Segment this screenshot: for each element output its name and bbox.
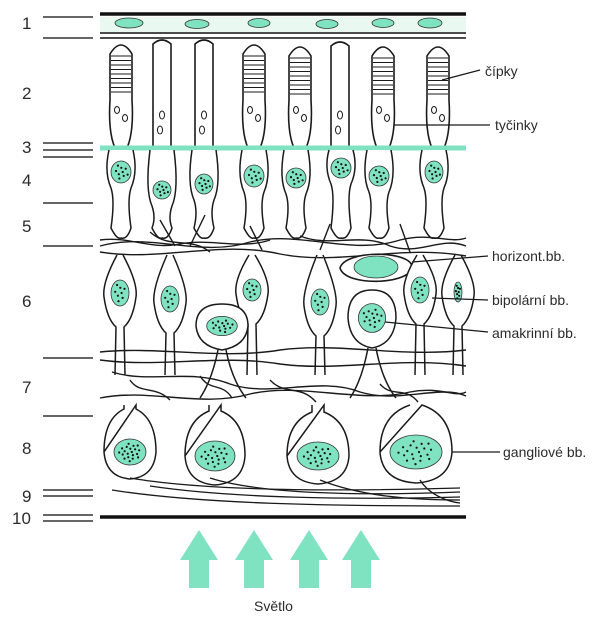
bipolar-nucleus: [111, 280, 129, 306]
ganglion-nucleus: [195, 441, 235, 471]
photoreceptor-nucleus: [331, 158, 351, 178]
photoreceptor-cell-body: [365, 150, 393, 238]
bipolar-nucleus: [243, 279, 261, 301]
amacrine-nucleus: [358, 304, 385, 333]
layer-number-7: 7: [22, 379, 31, 397]
layer-number-9: 9: [22, 488, 31, 506]
photoreceptor-cell-body: [282, 150, 310, 238]
label-horizontal-cells: horizont.bb.: [492, 248, 565, 264]
amacrine-process: [200, 350, 246, 398]
layer-number-1: 1: [22, 15, 31, 33]
ganglion-nucleus: [390, 435, 442, 469]
label-light: Světlo: [254, 598, 293, 614]
pigment-epithelium: [100, 14, 466, 38]
bipolar-nucleus: [311, 289, 329, 315]
outer-nuclear-layer: [107, 150, 448, 238]
layer-tick-lines: [43, 17, 93, 521]
layer-number-2: 2: [22, 85, 31, 103]
cone-outer-segment: [427, 47, 450, 148]
photoreceptor-nucleus: [244, 165, 264, 187]
label-cones: čípky: [485, 63, 518, 79]
amacrine-nucleus: [207, 316, 238, 335]
layer-number-3: 3: [22, 139, 31, 157]
photoreceptor-nucleus: [286, 168, 306, 188]
photoreceptor-nucleus: [153, 181, 171, 199]
photoreceptor-cell-body: [240, 150, 268, 238]
photoreceptor-nucleus: [369, 166, 389, 186]
ganglion-nucleus: [114, 439, 146, 465]
photoreceptor-nucleus: [111, 161, 131, 183]
photoreceptor-nucleus: [425, 161, 443, 183]
cone-outer-segment: [372, 47, 395, 148]
label-amacrine-cells: amakrinní bb.: [492, 325, 577, 341]
layer-number-4: 4: [22, 172, 31, 190]
bipolar-cell: [104, 255, 136, 375]
layer-number-8: 8: [22, 440, 31, 458]
photoreceptor-nucleus: [195, 174, 213, 194]
bipolar-cell: [404, 255, 436, 375]
layer-number-6: 6: [22, 293, 31, 311]
cone-outer-segment: [289, 47, 312, 148]
layer-number-5: 5: [22, 218, 31, 236]
cone-outer-segment: [243, 45, 266, 148]
bipolar-cell: [154, 255, 186, 375]
horizontal-cell: [340, 254, 412, 281]
bipolar-nucleus: [161, 286, 179, 312]
ganglion-nucleus: [297, 442, 339, 470]
cone-outer-segment: [110, 45, 133, 148]
ganglion-cell-layer: [104, 405, 452, 485]
light-arrows: [180, 530, 380, 588]
label-rods: tyčinky: [495, 117, 538, 133]
photoreceptor-segments: [110, 40, 450, 148]
bipolar-cell: [442, 255, 474, 375]
rod-outer-segment: [195, 40, 213, 148]
layer-number-10: 10: [12, 510, 31, 528]
label-ganglion-cells: gangliové bb.: [503, 444, 586, 460]
rod-outer-segment: [153, 40, 171, 148]
inner-plexiform-layer: [100, 348, 466, 402]
label-bipolar-cells: bipolární bb.: [492, 292, 569, 308]
bipolar-nucleus: [411, 277, 429, 303]
rod-outer-segment: [331, 42, 349, 148]
